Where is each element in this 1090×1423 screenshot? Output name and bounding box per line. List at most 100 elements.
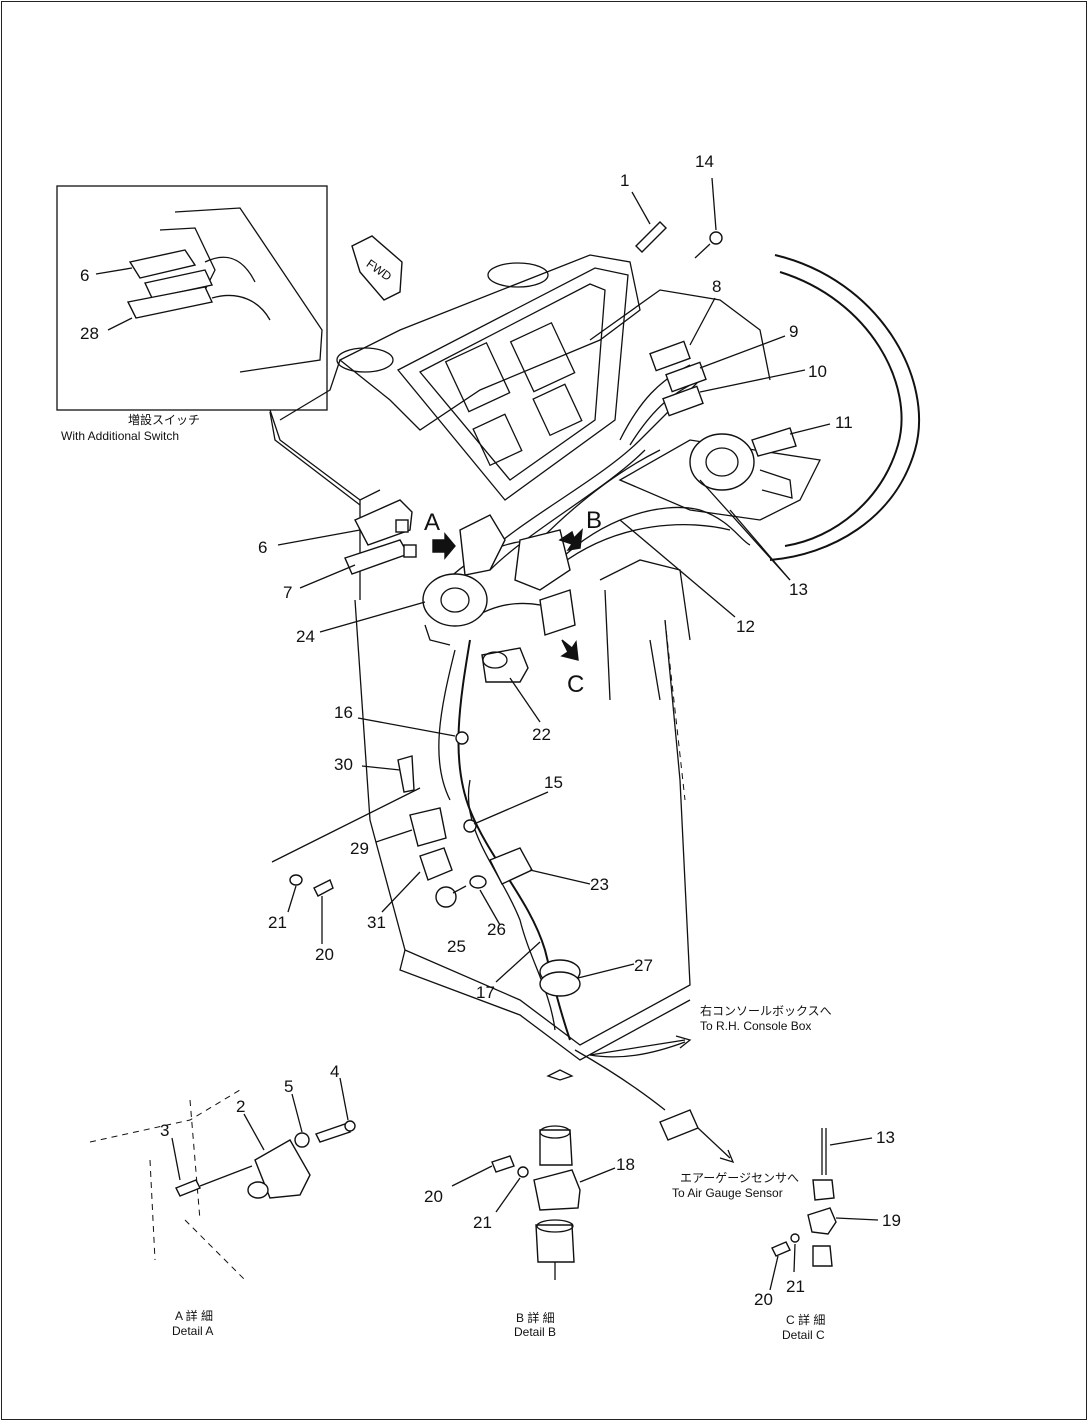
inset-caption-jp: 増設スイッチ bbox=[128, 412, 200, 427]
label-24: 24 bbox=[296, 627, 315, 646]
detail-c-caption-jp: C 詳 細 bbox=[786, 1312, 825, 1327]
detail-a-caption-jp: A 詳 細 bbox=[175, 1308, 213, 1323]
detail-c-part-20 bbox=[771, 1241, 791, 1257]
label-29: 29 bbox=[350, 839, 369, 858]
label-20: 20 bbox=[315, 945, 334, 964]
view-arrow-c bbox=[560, 639, 579, 661]
harness-to-air-sensor bbox=[574, 1049, 666, 1111]
leader-lines bbox=[277, 177, 831, 983]
inset-switch-6 bbox=[128, 249, 197, 279]
part-16-terminal bbox=[455, 731, 469, 745]
inset-additional-switch: 6 28 増設スイッチ With Additional Switch bbox=[56, 185, 328, 443]
part-15-grommet bbox=[463, 819, 477, 833]
air-gauge-callout-jp: エアーゲージセンサへ bbox=[680, 1171, 799, 1185]
inset-switch-mid bbox=[143, 269, 214, 299]
detail-b-caption-jp: B 詳 細 bbox=[516, 1310, 555, 1325]
part-25-bolt bbox=[435, 886, 457, 908]
label-10: 10 bbox=[808, 362, 827, 381]
detail-a-label-3: 3 bbox=[160, 1121, 169, 1140]
detail-b-part-18 bbox=[533, 1169, 581, 1211]
label-22: 22 bbox=[532, 725, 551, 744]
detail-c-lamp bbox=[812, 1245, 833, 1267]
label-31: 31 bbox=[367, 913, 386, 932]
view-arrow-a bbox=[432, 532, 456, 560]
part-20-bolt-main bbox=[313, 879, 334, 897]
detail-a-part-4 bbox=[315, 1123, 352, 1143]
label-8: 8 bbox=[712, 277, 721, 296]
view-letters: A B C bbox=[424, 507, 602, 698]
label-21: 21 bbox=[268, 913, 287, 932]
detail-b-label-20: 20 bbox=[424, 1187, 443, 1206]
inset-caption-en: With Additional Switch bbox=[61, 429, 179, 443]
detail-b-relay-top bbox=[539, 1129, 573, 1166]
callouts: 右コンソールボックスへ To R.H. Console Box エアーゲージセン… bbox=[672, 1003, 832, 1200]
label-9: 9 bbox=[789, 322, 798, 341]
detail-a-part-3 bbox=[175, 1179, 201, 1197]
fwd-arrow: FWD bbox=[351, 235, 403, 301]
part-24-buzzer bbox=[422, 573, 488, 627]
console-body bbox=[269, 254, 920, 1061]
side-panel bbox=[618, 439, 821, 521]
part-1-bolt bbox=[635, 221, 667, 253]
detail-c-label-20: 20 bbox=[754, 1290, 773, 1309]
part-29-relay bbox=[409, 807, 447, 847]
detail-b: 18 20 21 B 詳 細 Detail B bbox=[424, 1125, 635, 1339]
inset-frame bbox=[56, 185, 328, 411]
hose-arc-outer bbox=[769, 254, 920, 561]
label-16: 16 bbox=[334, 703, 353, 722]
label-15: 15 bbox=[544, 773, 563, 792]
detail-c-part-13 bbox=[812, 1179, 835, 1201]
part-23-clamp bbox=[489, 847, 533, 885]
detail-b-label-18: 18 bbox=[616, 1155, 635, 1174]
detail-c-part-21 bbox=[790, 1233, 800, 1243]
part-14-screw bbox=[709, 231, 723, 245]
console-top-panel bbox=[338, 254, 641, 431]
label-23: 23 bbox=[590, 875, 609, 894]
label-30: 30 bbox=[334, 755, 353, 774]
detail-a-caption-en: Detail A bbox=[172, 1324, 213, 1338]
part-30-bracket bbox=[397, 755, 415, 793]
monitor-panel bbox=[396, 267, 629, 501]
hose-arc-inner bbox=[779, 271, 903, 547]
part-31-holder bbox=[419, 847, 453, 881]
view-arrow-b bbox=[558, 528, 583, 551]
top-opening bbox=[487, 262, 549, 288]
console-callout-jp: 右コンソールボックスへ bbox=[700, 1003, 832, 1018]
inset-label-6: 6 bbox=[80, 266, 89, 285]
air-gauge-connector bbox=[659, 1109, 699, 1141]
label-13: 13 bbox=[789, 580, 808, 599]
inset-label-28: 28 bbox=[80, 324, 99, 343]
label-14: 14 bbox=[695, 152, 714, 171]
relay-a bbox=[459, 514, 506, 576]
part-8-switch bbox=[649, 340, 691, 372]
detail-c-label-19: 19 bbox=[882, 1211, 901, 1230]
detail-c-label-13: 13 bbox=[876, 1128, 895, 1147]
console-callout-en: To R.H. Console Box bbox=[700, 1019, 811, 1033]
pedestal-outline bbox=[354, 599, 691, 1046]
view-letter-b: B bbox=[586, 507, 602, 534]
part-6-switch bbox=[354, 499, 413, 546]
part-11-starter-switch bbox=[689, 433, 755, 491]
detail-c-part-19 bbox=[807, 1207, 837, 1235]
part-26-washer bbox=[469, 875, 487, 889]
label-7: 7 bbox=[283, 583, 292, 602]
detail-b-relay-bottom bbox=[535, 1224, 575, 1263]
label-26: 26 bbox=[487, 920, 506, 939]
detail-a-label-2: 2 bbox=[236, 1097, 245, 1116]
detail-c: 13 19 20 21 C 詳 細 Detail C bbox=[754, 1128, 901, 1342]
air-gauge-callout-en: To Air Gauge Sensor bbox=[672, 1186, 783, 1200]
label-17: 17 bbox=[476, 983, 495, 1002]
part-number-labels: 1 14 8 9 10 11 13 12 6 7 24 22 16 30 15 … bbox=[258, 152, 853, 1002]
label-11: 11 bbox=[835, 413, 853, 432]
components bbox=[271, 221, 797, 1164]
part-7-knob bbox=[344, 539, 410, 575]
detail-c-label-21: 21 bbox=[786, 1277, 805, 1296]
view-letter-a: A bbox=[424, 509, 440, 536]
detail-b-part-21 bbox=[517, 1166, 529, 1178]
label-12: 12 bbox=[736, 617, 755, 636]
label-25: 25 bbox=[447, 937, 466, 956]
relay-b bbox=[514, 529, 571, 591]
detail-b-caption-en: Detail B bbox=[514, 1325, 556, 1339]
